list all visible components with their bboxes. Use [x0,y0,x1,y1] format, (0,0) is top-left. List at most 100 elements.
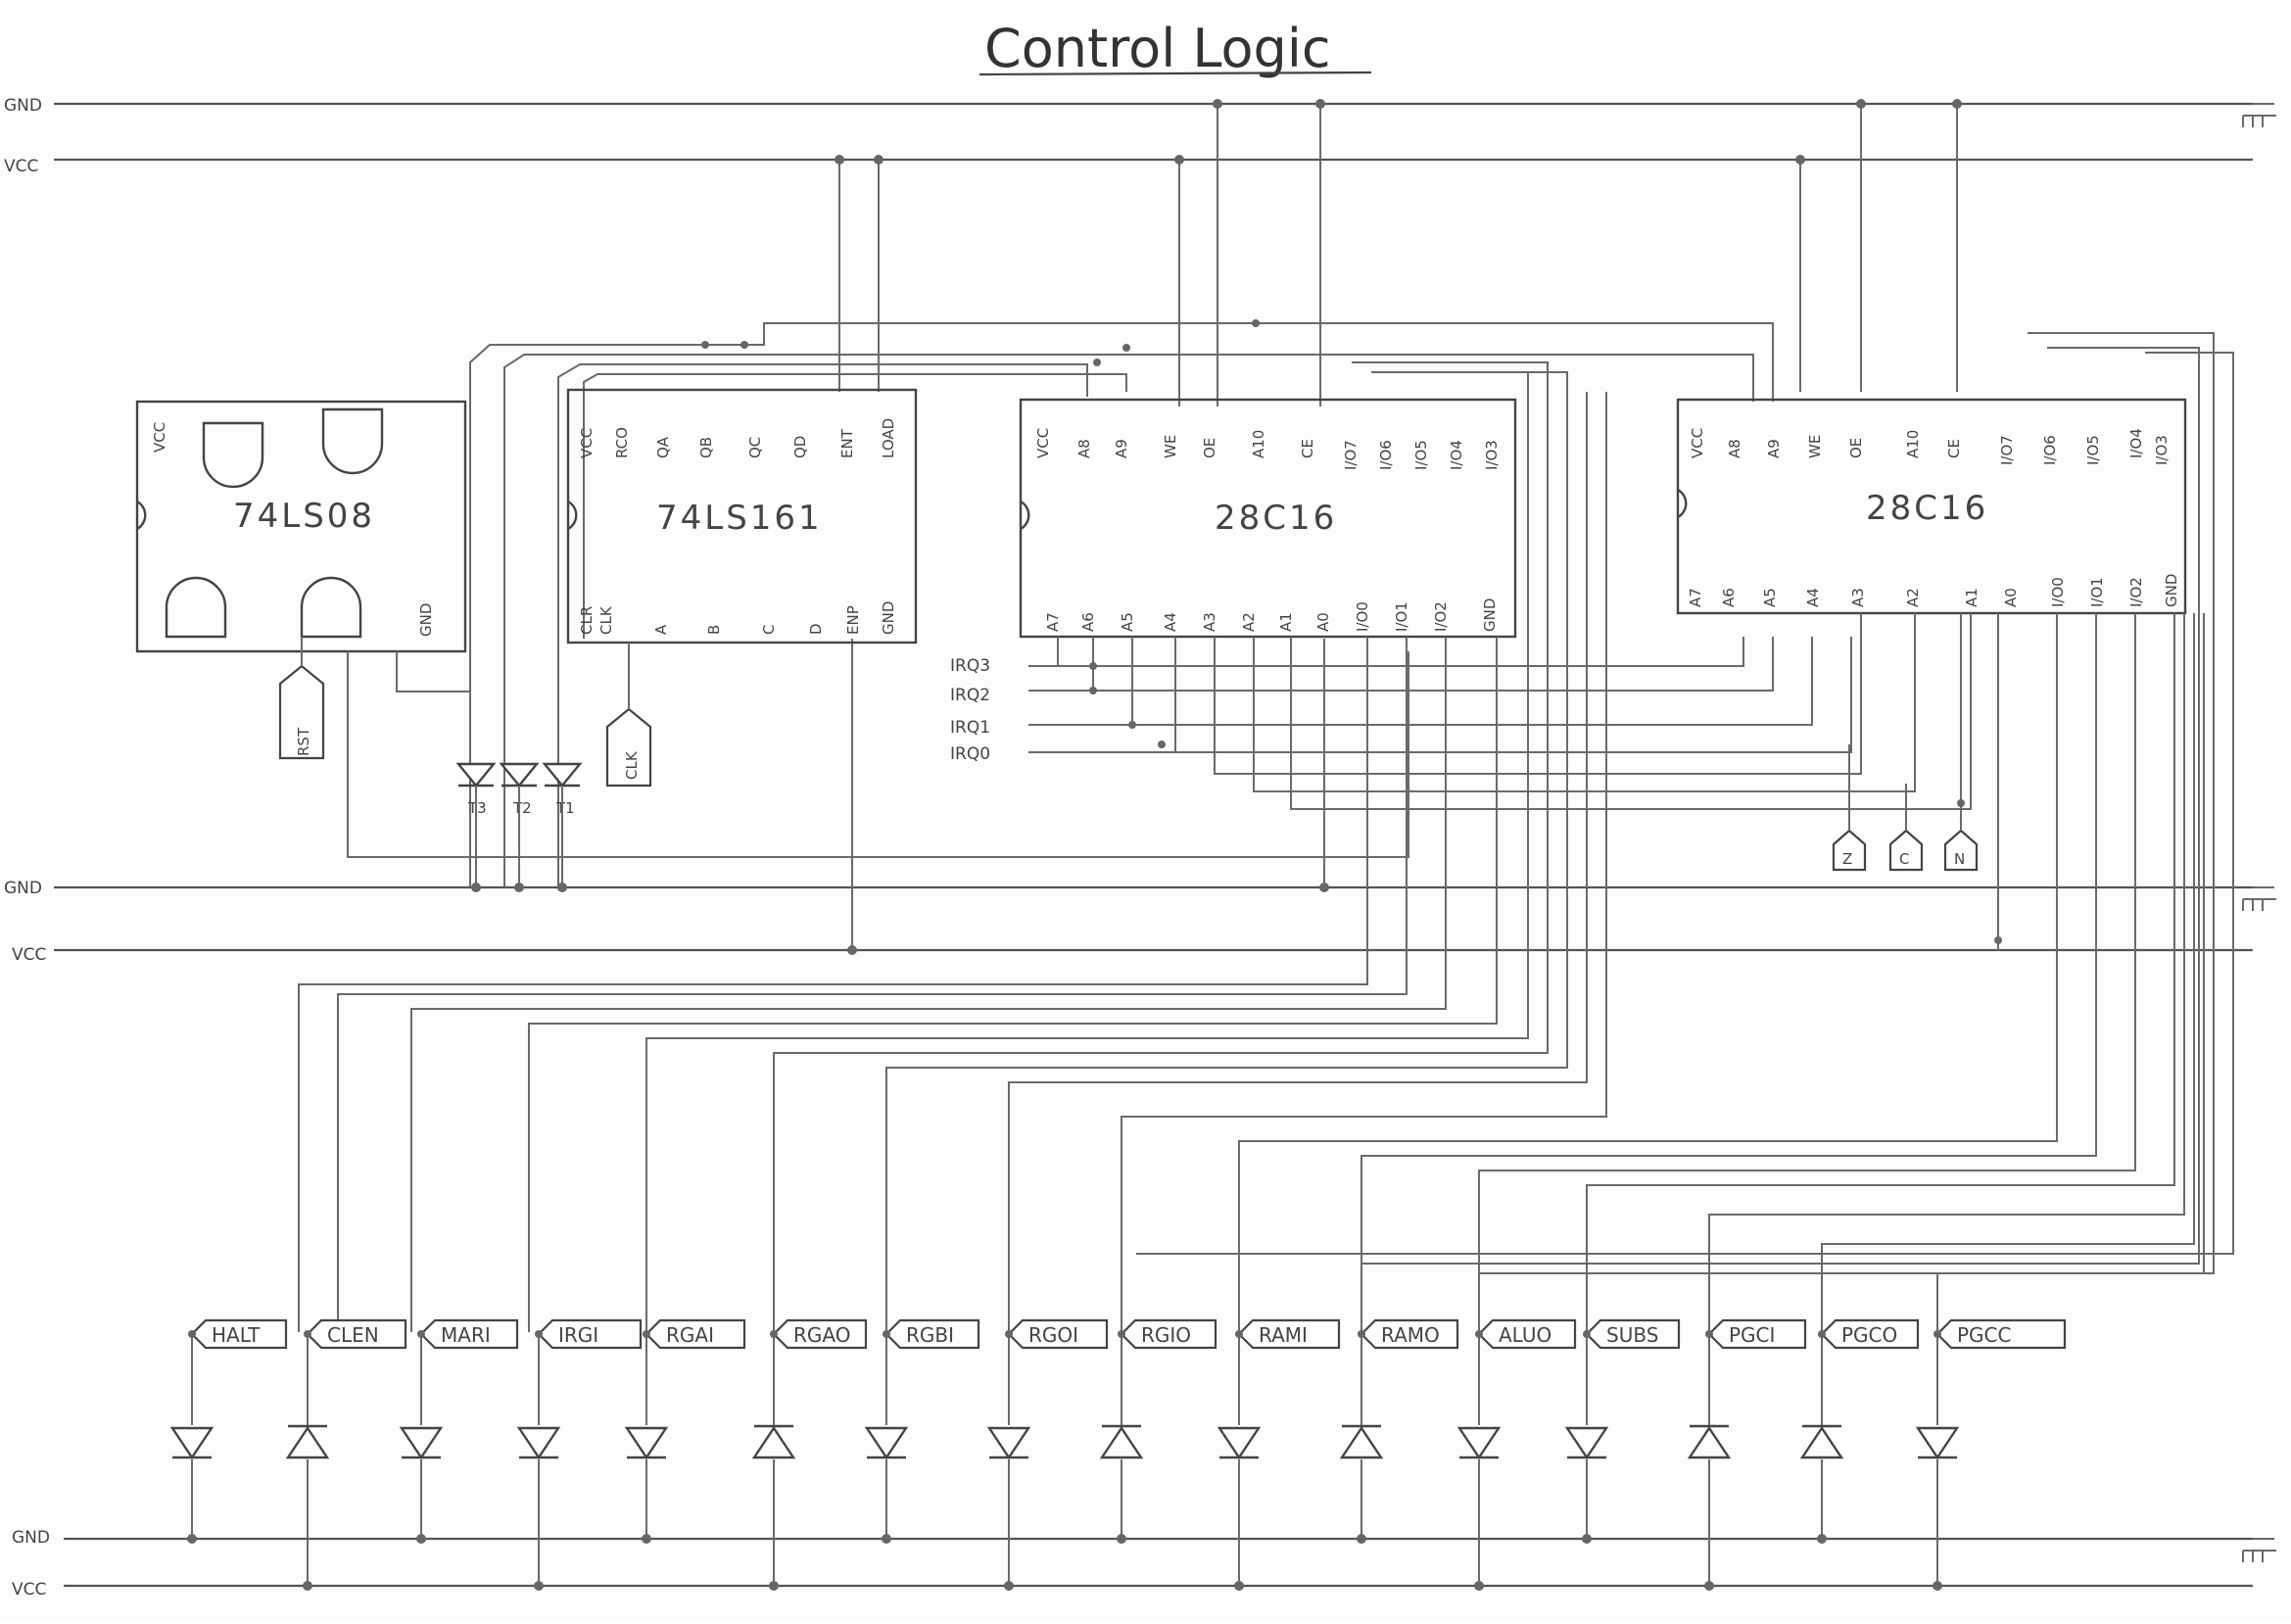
svg-text:I/O2: I/O2 [2127,577,2145,607]
chip-label: 74LS161 [656,499,823,538]
svg-text:I/O0: I/O0 [1354,601,1371,632]
control-signal-rgbi: RGBI [884,1318,980,1350]
control-signal-ramo: RAMO [1360,1318,1459,1350]
timing-leds: T3 T2 T1 [455,762,583,892]
control-signal-subs: SUBS [1585,1318,1681,1350]
control-signal-rgai: RGAI [644,1318,746,1350]
svg-text:A9: A9 [1765,439,1783,458]
svg-text:ENP: ENP [844,605,862,635]
svg-text:CE: CE [1945,439,1963,458]
control-signal-leds [169,1330,1960,1591]
chip-28c16-1: 28C16 VCC A8 A9 WE OE A10 CE I/O7 I/O6 I… [1019,398,1517,639]
chip-label: 28C16 [1866,489,1988,528]
control-signal-rgao: RGAO [772,1318,868,1350]
svg-text:LOAD: LOAD [880,418,897,458]
control-signal-rami: RAMI [1237,1318,1341,1350]
svg-text:B: B [705,625,723,635]
svg-text:I/O4: I/O4 [2127,428,2145,458]
svg-text:ENT: ENT [838,428,856,458]
svg-text:GND: GND [880,601,897,635]
irq-label[interactable]: IRQ1 [950,718,990,738]
led-diode-icon [455,762,497,788]
svg-text:VCC: VCC [1034,428,1052,458]
irq-label[interactable]: IRQ2 [950,686,990,705]
rail-label: GND [4,879,42,898]
led-diode-icon [1099,1424,1144,1459]
chip-74ls08: 74LS08 VCC GND [135,400,1409,858]
svg-text:VCC: VCC [578,428,596,458]
svg-text:CE: CE [1299,439,1316,458]
rail-label: VCC [4,157,38,176]
flag-input-z[interactable] [1832,829,1867,872]
svg-text:I/O6: I/O6 [2041,435,2059,465]
svg-text:D: D [807,623,825,635]
svg-text:A4: A4 [1162,612,1179,632]
led-diode-icon [1799,1424,1844,1459]
flag-label: N [1954,850,1965,868]
svg-text:I/O3: I/O3 [2153,435,2171,465]
svg-text:A10: A10 [1250,430,1267,458]
bus-wiring [469,319,2234,1274]
svg-text:QD: QD [791,436,809,458]
control-signal-label: CLEN [327,1323,379,1347]
svg-text:CLK: CLK [597,605,615,635]
reset-input[interactable]: RST [278,637,325,760]
led-diode-icon [516,1426,561,1460]
svg-text:A3: A3 [1201,612,1218,632]
svg-text:I/O1: I/O1 [2088,577,2106,607]
svg-text:A: A [652,624,670,635]
svg-text:A0: A0 [1314,612,1332,632]
svg-text:CLR: CLR [578,606,596,635]
svg-text:OE: OE [1201,438,1218,458]
svg-text:A6: A6 [1079,612,1097,632]
irq-inputs: IRQ3 IRQ2 IRQ1 IRQ0 [950,613,1972,810]
svg-text:A6: A6 [1720,588,1738,607]
output-wiring [298,372,2205,1332]
control-signal-clen: CLEN [306,1318,407,1350]
led-diode-icon [542,762,583,788]
control-signal-pgco: PGCO [1820,1318,1920,1350]
svg-text:OE: OE [1847,438,1865,458]
power-wiring [835,99,1962,955]
led-diode-icon [1564,1426,1609,1460]
ground-symbol-icon [2242,886,2276,911]
svg-text:I/O4: I/O4 [1448,440,1465,470]
rail-label: GND [12,1528,50,1548]
control-signal-label: PGCO [1841,1323,1897,1347]
svg-text:A7: A7 [1687,588,1704,607]
control-signal-pgci: PGCI [1707,1318,1807,1350]
svg-text:A2: A2 [1904,588,1922,607]
flag-input-c[interactable] [1888,829,1924,872]
led-diode-icon [986,1426,1031,1460]
led-diode-icon [864,1426,909,1460]
flag-input-n[interactable] [1943,829,1979,872]
svg-text:GND: GND [1481,598,1499,632]
svg-text:GND: GND [417,603,435,637]
led-diode-icon [1687,1424,1732,1459]
page-title: Control Logic [984,18,1331,79]
irq-label[interactable]: IRQ3 [950,656,990,676]
clock-label: CLK [623,750,641,780]
ground-symbol-icon [2242,103,2276,127]
and-gate-icon [202,421,264,489]
svg-text:WE: WE [1162,435,1179,458]
control-signal-pgcc: PGCC [1935,1318,2067,1350]
control-signal-label: RGBI [906,1323,954,1347]
led-diode-icon [499,762,540,788]
chip-label: 74LS08 [233,497,375,536]
svg-text:A3: A3 [1849,588,1867,607]
control-signal-label: PGCI [1729,1323,1775,1347]
control-signal-halt: HALT [190,1318,288,1350]
control-signal-label: ALUO [1499,1323,1551,1347]
clock-input[interactable]: CLK [605,643,652,788]
control-signal-mari: MARI [419,1318,519,1350]
svg-text:A10: A10 [1904,430,1922,458]
svg-text:C: C [760,625,778,635]
svg-text:I/O1: I/O1 [1393,601,1410,632]
irq-label[interactable]: IRQ0 [950,744,990,764]
control-signal-label: RGOI [1028,1323,1078,1347]
svg-text:I/O3: I/O3 [1483,440,1501,470]
